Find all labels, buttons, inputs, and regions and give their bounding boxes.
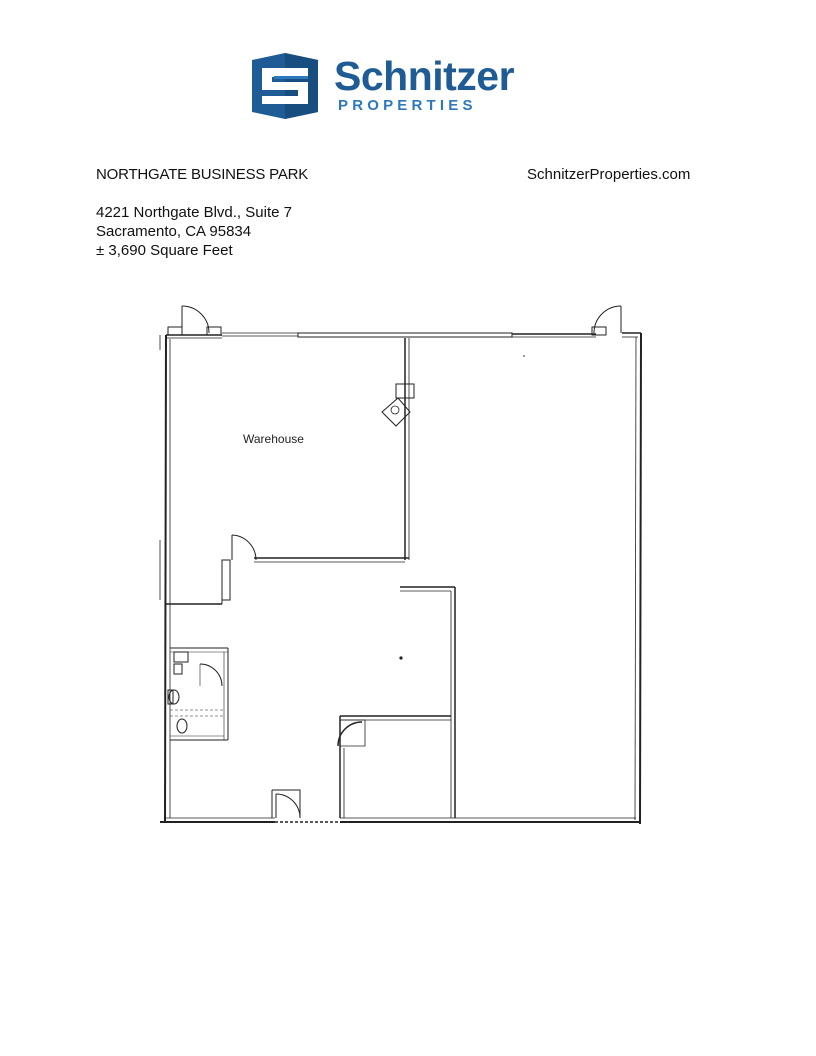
- floor-plan: Warehouse: [159, 305, 642, 825]
- restroom: [167, 647, 229, 741]
- street-address: 4221 Northgate Blvd., Suite 7: [96, 204, 292, 221]
- property-title: NORTHGATE BUSINESS PARK: [96, 166, 309, 183]
- website-link[interactable]: SchnitzerProperties.com: [527, 166, 691, 183]
- warehouse-door: [221, 534, 257, 601]
- city-state-zip: Sacramento, CA 95834: [96, 223, 252, 240]
- warehouse-partition: [254, 338, 415, 563]
- door-bottom: [271, 789, 301, 819]
- logo-wordmark: Schnitzer: [334, 53, 515, 99]
- door-top-left: [167, 305, 222, 336]
- outer-walls: [159, 332, 642, 825]
- office-partition: [337, 586, 456, 818]
- address-block: 4221 Northgate Blvd., Suite 7 Sacramento…: [96, 203, 292, 260]
- logo-subtitle: PROPERTIES: [338, 97, 477, 114]
- room-label-warehouse: Warehouse: [243, 432, 304, 446]
- outlet-mark: [399, 656, 403, 660]
- square-footage: ± 3,690 Square Feet: [96, 242, 233, 259]
- company-logo: Schnitzer PROPERTIES: [250, 52, 550, 120]
- door-top-right: [591, 305, 622, 336]
- schnitzer-s-logo-icon: [252, 53, 318, 119]
- speck-mark: [523, 355, 525, 357]
